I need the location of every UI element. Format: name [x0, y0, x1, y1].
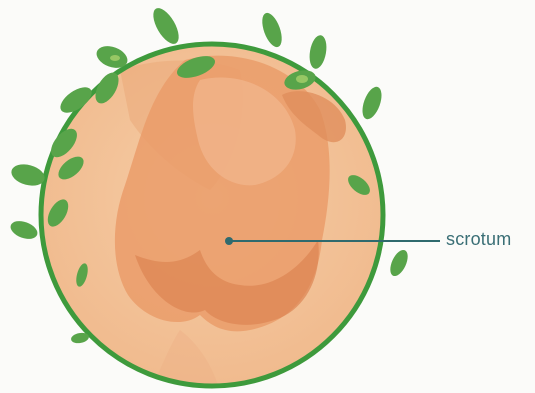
- callout-dot: [225, 237, 233, 245]
- leaf-icon: [307, 34, 329, 70]
- leaf-icon: [359, 84, 386, 121]
- scrotum-label: scrotum: [446, 228, 511, 250]
- leaf-icon: [258, 10, 285, 49]
- leaf-highlight: [110, 55, 120, 61]
- leaf-icon: [8, 218, 40, 243]
- leaf-icon: [148, 4, 184, 48]
- leaf-icon: [387, 247, 412, 278]
- leaf-highlight: [296, 75, 308, 83]
